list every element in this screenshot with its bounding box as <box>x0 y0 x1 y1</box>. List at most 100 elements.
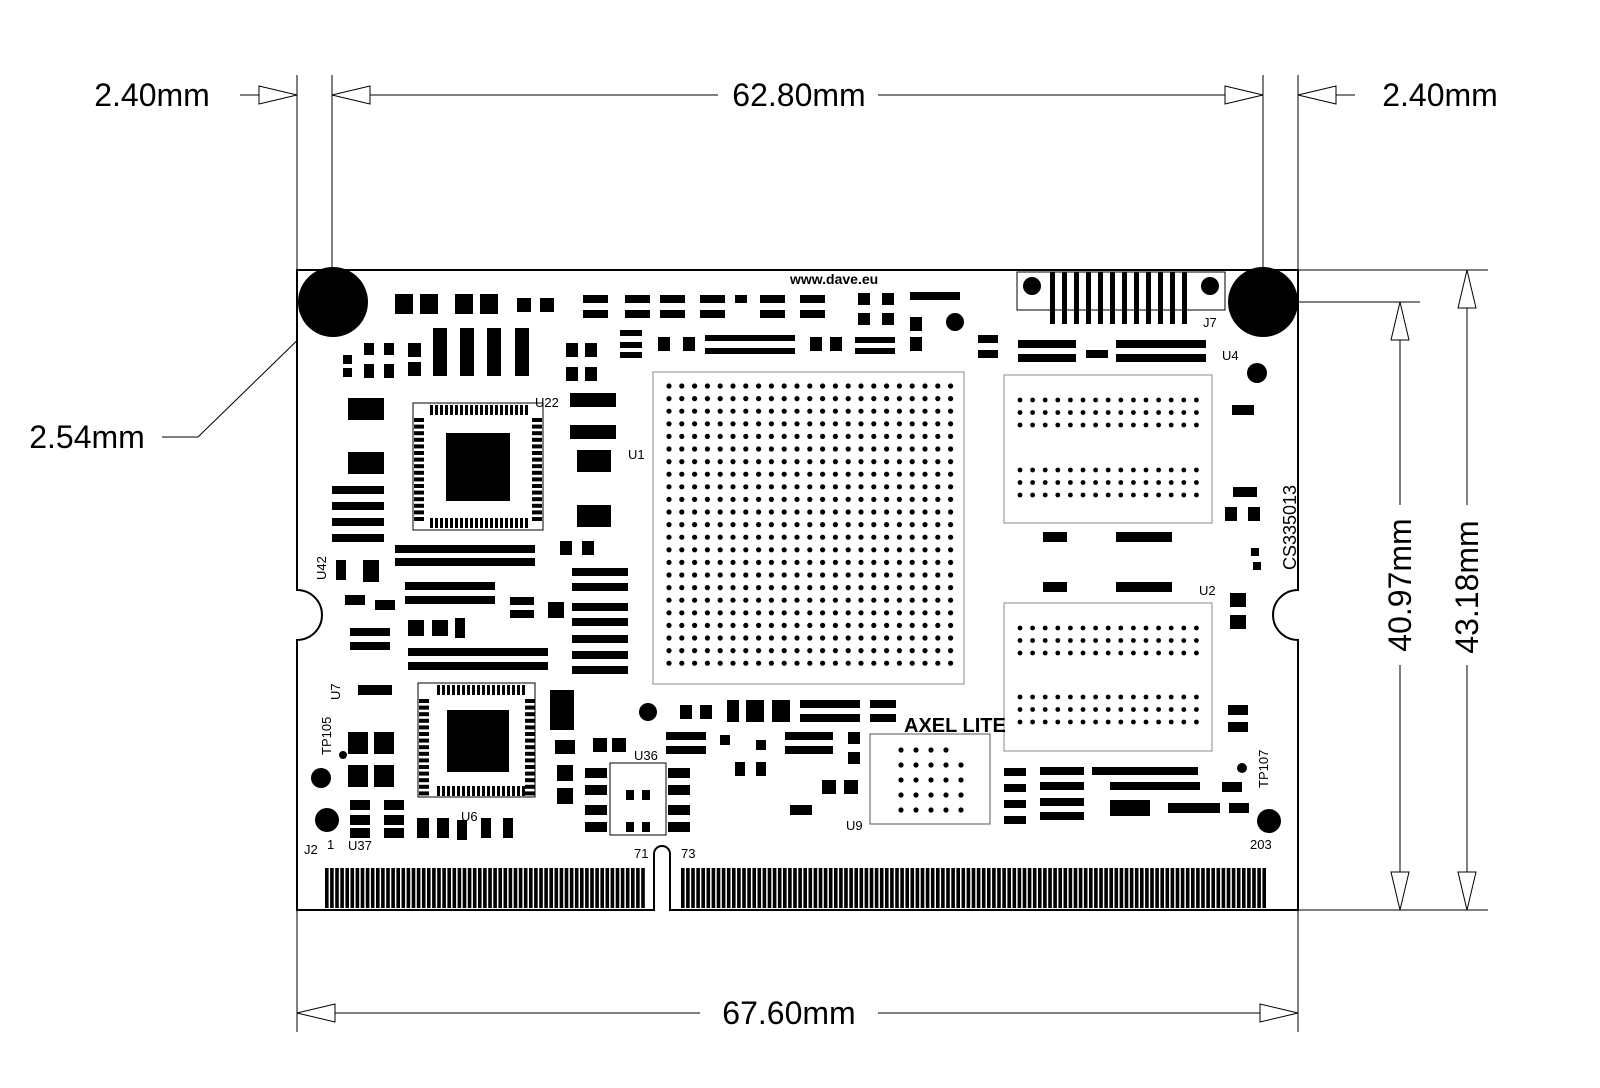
ball-pad <box>896 446 903 452</box>
ball-pad <box>730 408 736 414</box>
ball-pad <box>1055 397 1061 403</box>
ball-pad <box>1093 625 1098 631</box>
qfn-pin <box>414 451 424 455</box>
connector-finger <box>701 868 705 908</box>
smd-pad <box>384 364 394 378</box>
ball-pad <box>679 471 685 477</box>
smd-pad <box>515 328 529 376</box>
ball-pad <box>913 792 919 798</box>
smd-pad <box>870 714 896 722</box>
qfn-pin <box>492 685 495 695</box>
ball-pad <box>871 408 877 414</box>
ball-pad <box>896 522 903 528</box>
connector-finger <box>1165 868 1170 908</box>
ball-pad <box>781 547 787 553</box>
ball-pad <box>1030 719 1035 725</box>
smd-pad <box>572 666 628 674</box>
smd-pad <box>810 337 822 351</box>
ball-pad <box>1042 719 1048 725</box>
ball-pad <box>884 459 890 465</box>
ball-pad <box>1105 397 1111 403</box>
connector-finger <box>447 868 451 908</box>
connector-finger <box>987 868 991 908</box>
ball-pad <box>1156 707 1161 712</box>
ball-pad <box>909 383 915 389</box>
smd-pad <box>557 788 573 804</box>
ball-pad <box>666 635 672 641</box>
smd-pad <box>336 560 346 580</box>
ball-pad <box>832 648 839 654</box>
qfn-pin <box>442 786 445 796</box>
connector-finger <box>457 868 462 908</box>
ball-pad <box>898 762 904 768</box>
qfn-pin <box>414 418 424 422</box>
connector-finger <box>401 868 406 908</box>
connector-finger <box>432 868 436 908</box>
ball-pad <box>948 396 954 402</box>
ball-pad <box>845 610 851 616</box>
ball-pad <box>1143 719 1149 725</box>
connector-finger <box>569 868 574 908</box>
ball-pad <box>884 383 890 389</box>
ball-pad <box>871 547 877 553</box>
ball-pad <box>922 471 928 477</box>
ball-pad <box>884 559 890 566</box>
qfn-pin <box>437 786 440 796</box>
ball-pad <box>948 660 954 666</box>
ball-pad <box>1118 650 1124 656</box>
ball-pad <box>832 635 839 641</box>
ball-pad <box>794 572 800 578</box>
ball-pad <box>1168 707 1174 712</box>
qfn-pin <box>419 791 429 796</box>
smd-pad <box>844 780 858 794</box>
qfn-pin <box>419 765 429 769</box>
ball-pad <box>1068 397 1073 403</box>
qfn-pin <box>532 503 542 508</box>
ball-pad <box>935 383 941 389</box>
ball-pad <box>781 484 787 490</box>
silk-serial: CS335013 <box>1280 485 1300 570</box>
ball-pad <box>1156 625 1161 631</box>
ball-pad <box>858 585 864 591</box>
ball-pad <box>845 383 851 389</box>
ball-pad <box>1068 650 1073 656</box>
connector-finger <box>732 868 736 908</box>
connector-finger <box>854 868 858 908</box>
smd-pad <box>480 294 498 314</box>
smd-pad <box>855 337 895 343</box>
connector-finger <box>844 868 848 908</box>
ball-pad <box>756 585 762 591</box>
ball-pad <box>896 635 903 641</box>
ball-pad <box>807 547 813 553</box>
ball-pad <box>1080 492 1086 498</box>
ball-pad <box>756 635 762 641</box>
ball-pad <box>730 572 736 578</box>
qfn-pin <box>419 718 429 723</box>
qfn-pin <box>430 405 433 415</box>
ball-pad <box>679 660 685 666</box>
ball-pad <box>1017 397 1023 403</box>
ball-pad <box>820 547 826 553</box>
ball-pad <box>781 534 787 540</box>
smd-pad <box>668 822 690 832</box>
ball-pad <box>692 585 698 591</box>
connector-finger <box>1221 868 1226 908</box>
ball-pad <box>898 792 904 798</box>
connector-finger <box>559 868 564 908</box>
ball-pad <box>1030 492 1035 498</box>
ball-pad <box>1105 694 1111 700</box>
ball-pad <box>820 421 826 427</box>
smd-pad <box>572 603 628 611</box>
ball-pad <box>704 660 711 666</box>
qfn-pin <box>525 405 528 415</box>
ball-pad <box>730 446 736 452</box>
smd-pad <box>433 328 447 376</box>
ball-pad <box>807 648 813 654</box>
ball-pad <box>730 622 736 629</box>
smd-pad <box>364 343 374 355</box>
dim-top-center: 62.80mm <box>732 77 865 113</box>
ball-pad <box>679 433 685 439</box>
qfn-pin <box>419 738 429 743</box>
connector-finger <box>1252 868 1256 908</box>
